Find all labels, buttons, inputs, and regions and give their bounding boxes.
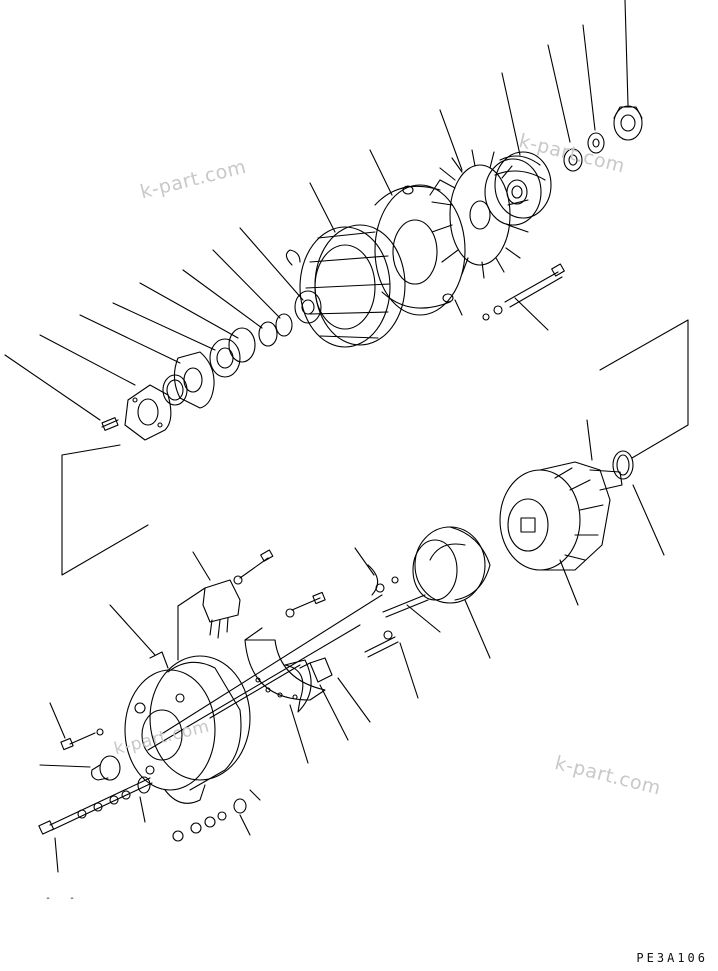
rectifier-bolt-part — [364, 630, 399, 658]
capacitor-screw-part — [285, 591, 326, 618]
o-ring-part — [612, 450, 634, 480]
retainer-plate-part — [124, 384, 172, 441]
regulator-screw-part — [233, 549, 274, 585]
regulator-part — [202, 579, 241, 639]
retainer-ring-part — [258, 313, 293, 347]
rectifier-part — [244, 627, 326, 701]
through-bolt-part — [482, 263, 565, 321]
spacer-ring-part — [294, 290, 322, 324]
slip-ring-part — [367, 564, 385, 596]
spring-washer-part — [587, 132, 605, 154]
footnote-marks: - - — [45, 893, 82, 904]
terminal-bolt-part — [382, 576, 429, 618]
stator-part — [285, 224, 406, 348]
plate-screw-part — [101, 417, 119, 431]
insulator-part — [284, 659, 312, 713]
terminal-nut-set-part — [38, 776, 153, 835]
nut-part — [613, 105, 643, 141]
leader-lines — [4, 0, 689, 873]
rear-housing-part — [124, 651, 251, 804]
front-bearing-part — [209, 327, 256, 378]
lower-nut-set-part — [172, 798, 247, 842]
pulley-part — [484, 151, 552, 226]
front-bracket-part — [374, 179, 466, 316]
cap-part — [91, 755, 121, 781]
bearing-cover-part — [173, 351, 215, 409]
cover-bolt-part — [60, 728, 104, 751]
drawing-code: PE3A106 — [636, 951, 708, 965]
rear-bearing-part — [412, 526, 491, 604]
felt-ring-part — [162, 374, 188, 406]
brush-holder-part — [299, 657, 333, 683]
rotor-part — [499, 461, 623, 571]
flat-washer-part — [563, 148, 583, 172]
fan-part — [431, 149, 529, 279]
